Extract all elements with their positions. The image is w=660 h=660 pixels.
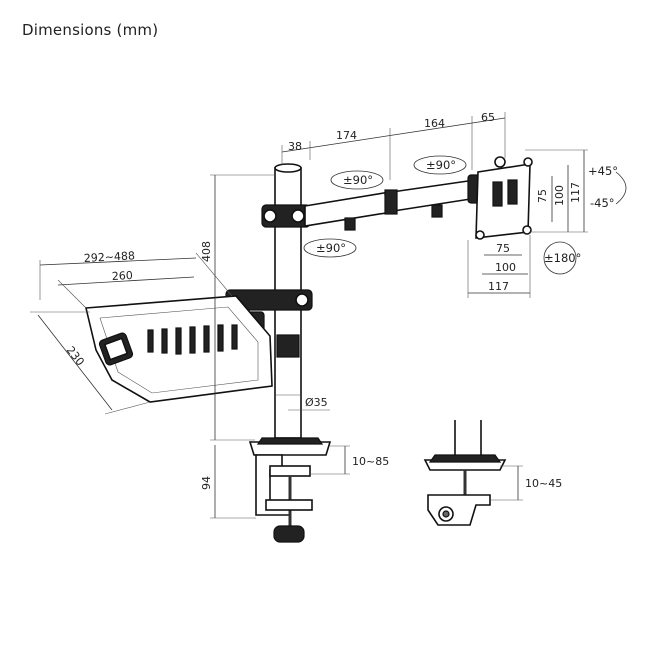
label-tilt-up: +45° bbox=[588, 164, 618, 178]
grommet-mount bbox=[423, 420, 507, 526]
label-vesa-117-h: 117 bbox=[569, 182, 582, 203]
label-grommet-range: 10~45 bbox=[525, 477, 562, 490]
label-vesa-75-w: 75 bbox=[496, 242, 510, 255]
dimension-lines bbox=[30, 112, 588, 519]
label-vesa-100-w: 100 bbox=[495, 261, 516, 274]
laptop-tray bbox=[85, 289, 313, 403]
label-tray-width: 260 bbox=[111, 269, 133, 283]
label-vesa-117-w: 117 bbox=[488, 280, 509, 293]
label-arm-seg1: 174 bbox=[336, 129, 357, 142]
label-rotation: ±180° bbox=[544, 251, 581, 265]
label-arm-seg2: 164 bbox=[424, 117, 445, 130]
label-pole-diameter: Ø35 bbox=[305, 396, 328, 409]
rotation-indicators bbox=[303, 155, 627, 275]
label-tilt-down: -45° bbox=[590, 196, 615, 210]
label-vesa-75-h: 75 bbox=[536, 189, 549, 203]
vesa-plate bbox=[475, 156, 533, 240]
label-tray-width-range: 292~488 bbox=[83, 249, 135, 265]
label-tray-depth: 230 bbox=[64, 344, 87, 369]
diagram-title: Dimensions (mm) bbox=[22, 21, 159, 39]
label-head-depth: 65 bbox=[481, 111, 495, 124]
tray-vent-slots bbox=[147, 324, 238, 355]
label-pole-height: 408 bbox=[200, 241, 213, 262]
label-vesa-100-h: 100 bbox=[553, 185, 566, 206]
label-clamp-range: 10~85 bbox=[352, 455, 389, 468]
desk-clamp bbox=[248, 437, 332, 543]
label-arm-swivel-1: ±90° bbox=[343, 173, 373, 187]
label-arm-swivel-2: ±90° bbox=[426, 158, 456, 172]
label-clamp-height: 94 bbox=[200, 476, 213, 490]
label-arm-swivel-3: ±90° bbox=[316, 241, 346, 255]
angle-labels: ±90° ±90° ±90° +45° -45° ±180° bbox=[316, 158, 618, 265]
label-arm-offset: 38 bbox=[288, 140, 302, 153]
